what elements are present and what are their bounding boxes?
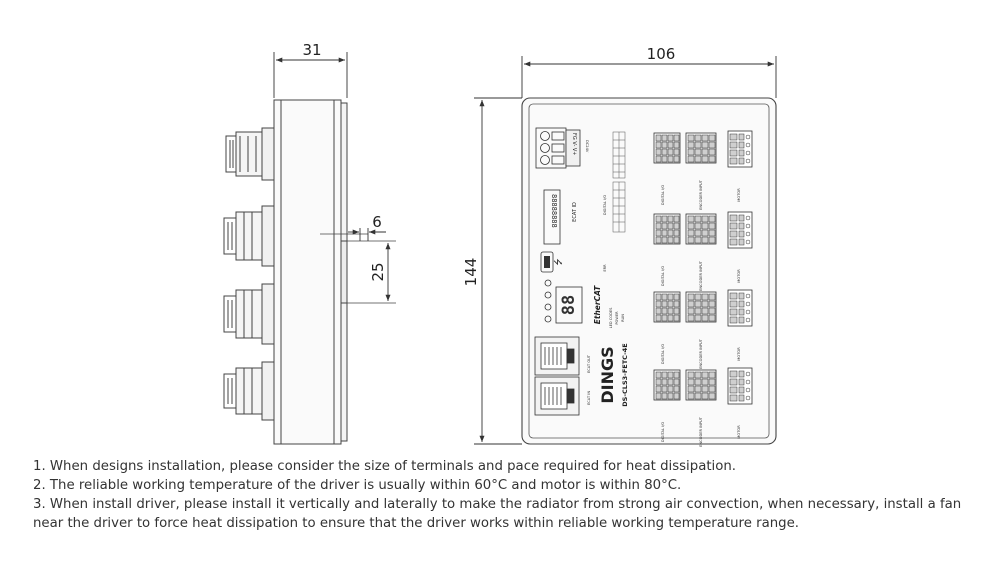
motor-label: MOTOR (737, 425, 741, 439)
usb-icon: ⭍ (553, 258, 564, 266)
ecat-id-digits: 88888888 (550, 194, 558, 228)
digital-io-connector (653, 213, 681, 245)
dim-height-label: 144 (462, 258, 480, 287)
led-legend: LED CODES POWER RUN ERR (603, 264, 625, 329)
front-outline (521, 97, 777, 445)
dim-front-width (521, 56, 777, 98)
note-1: 1. When designs installation, please con… (33, 459, 737, 474)
encoder-input-connector (685, 291, 717, 323)
dim-offset-label: 6 (372, 213, 382, 231)
encoder-input-connector (685, 213, 717, 245)
usb-port-inner (544, 256, 550, 268)
encoder-input-connector (685, 132, 717, 164)
encoder-input-connector (685, 369, 717, 401)
motor-terminal (727, 130, 753, 168)
status-leds (544, 279, 552, 323)
usb-port (540, 251, 554, 273)
channel-row: DIGITAL I/O ENCODER INPUT MOTOR (653, 289, 753, 369)
ecat-out-label: ECAT OUT (587, 354, 591, 373)
motor-terminal (727, 289, 753, 327)
ecat-in-port (534, 376, 580, 416)
model-number: DS-CLS3-FETC-4E (621, 343, 629, 406)
ecat-id-label: ECAT ID (572, 202, 578, 222)
side-view (223, 99, 396, 445)
power-terminal (535, 127, 581, 169)
pin-table-top (612, 131, 626, 179)
encoder-input-label: ENCODER INPUT (699, 416, 703, 447)
dimension-drawing: 31 6 25 144 106 FG V- V+ DC2 (223, 41, 777, 447)
channel-row: DIGITAL I/O ENCODER INPUT MOTOR (653, 367, 753, 447)
side-connector (225, 127, 275, 181)
power-sub-label: DC24V (585, 140, 589, 153)
led-run-label: RUN (621, 314, 625, 322)
seven-seg-digits: 88 (559, 295, 579, 315)
channel-row: DIGITAL I/O ENCODER INPUT MOTOR (653, 211, 753, 291)
dim-side-width-label: 31 (302, 41, 321, 59)
encoder-input-label: ENCODER INPUT (699, 338, 703, 369)
brand-logo: DINGS (598, 346, 617, 403)
motor-terminal (727, 211, 753, 249)
digital-io-table-label: DIGITAL I/O (603, 195, 607, 215)
digital-io-connector (653, 369, 681, 401)
ecat-in-label: ECAT IN (587, 391, 591, 405)
side-connector (223, 361, 275, 421)
motor-label: MOTOR (737, 347, 741, 361)
led-err-label: ERR (603, 264, 607, 272)
side-body (273, 99, 342, 445)
digital-io-label: DIGITAL I/O (661, 266, 665, 286)
digital-io-connector (653, 291, 681, 323)
note-2: 2. The reliable working temperature of t… (33, 478, 682, 493)
dim-side-width (273, 52, 348, 98)
ecat-id-switch (543, 189, 561, 245)
dim-height (474, 97, 522, 445)
front-panel (528, 103, 770, 439)
led-power-label: POWER (615, 311, 619, 325)
digital-io-label: DIGITAL I/O (661, 185, 665, 205)
installation-notes: 1. When designs installation, please con… (33, 457, 963, 533)
encoder-input-label: ENCODER INPUT (699, 179, 703, 210)
dim-depth-label: 25 (369, 262, 387, 281)
ecat-out-port (534, 336, 580, 376)
led-codes-label: LED CODES (609, 307, 613, 329)
digital-io-label: DIGITAL I/O (661, 422, 665, 442)
side-connector (223, 283, 275, 345)
digital-io-label: DIGITAL I/O (661, 344, 665, 364)
encoder-input-label: ENCODER INPUT (699, 260, 703, 291)
side-connector (223, 205, 275, 267)
front-view: FG V- V+ DC24V 88888888 ECAT ID ⭍ 88 (521, 97, 777, 447)
motor-label: MOTOR (737, 188, 741, 202)
motor-terminal (727, 367, 753, 405)
channel-row: DIGITAL I/O ENCODER INPUT MOTOR (653, 130, 753, 210)
ethercat-logo: EtherCAT (593, 285, 602, 324)
digital-io-connector (653, 132, 681, 164)
motor-label: MOTOR (737, 269, 741, 283)
note-3: 3. When install driver, please install i… (33, 497, 962, 531)
dim-offset (348, 228, 386, 241)
power-label: FG V- V+ (571, 133, 577, 155)
seven-seg-display (555, 286, 583, 324)
pin-table-middle (612, 181, 626, 233)
dim-front-width-label: 106 (647, 45, 676, 63)
